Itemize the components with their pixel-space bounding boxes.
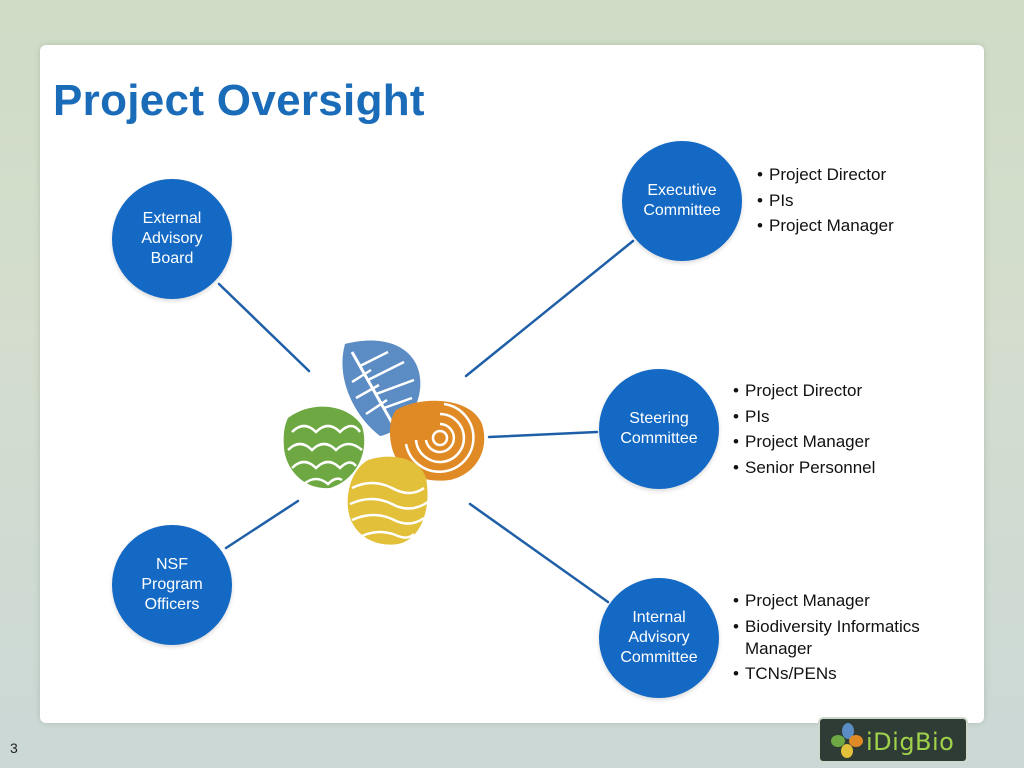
list-item: Project Director [757,164,894,186]
connector-internal-advisory [468,502,610,604]
external-advisory-board-node: External Advisory Board [112,179,232,299]
steering-committee-label: Steering Committee [620,410,698,447]
executive-committee-members: Project Director PIs Project Manager [757,164,894,241]
connector-nsf [224,499,300,550]
idigbio-logo: iDigBio [818,717,968,763]
list-item: PIs [757,190,894,212]
connector-executive [464,239,635,378]
logo-text: iDigBio [866,728,955,756]
steering-committee-node: Steering Committee [599,369,719,489]
list-item: TCNs/PENs [733,663,923,685]
connector-external-advisory [217,282,311,373]
list-item: Project Director [733,380,875,402]
steering-committee-members: Project Director PIs Project Manager Sen… [733,380,875,482]
connector-steering [487,430,599,439]
executive-committee-node: Executive Committee [622,141,742,261]
internal-advisory-committee-label: Internal Advisory Committee [620,609,698,666]
page-number: 3 [10,740,18,756]
yellow-strata-icon [347,456,429,545]
center-emblem [283,340,485,545]
idigbio-emblem-icon [831,723,863,758]
list-item: PIs [733,406,875,428]
nsf-program-officers-node: NSF Program Officers [112,525,232,645]
orange-shell-icon [389,400,485,481]
slide-title: Project Oversight [53,76,425,125]
executive-committee-label: Executive Committee [643,182,721,219]
internal-advisory-committee-members: Project Manager Biodiversity Informatics… [733,590,923,689]
green-cone-icon [283,406,365,489]
nsf-program-officers-label: NSF Program Officers [141,556,203,613]
internal-advisory-committee-node: Internal Advisory Committee [599,578,719,698]
list-item: Biodiversity Informatics Manager [733,616,923,660]
list-item: Senior Personnel [733,457,875,479]
list-item: Project Manager [733,590,923,612]
external-advisory-board-label: External Advisory Board [141,210,203,267]
list-item: Project Manager [757,215,894,237]
list-item: Project Manager [733,431,875,453]
